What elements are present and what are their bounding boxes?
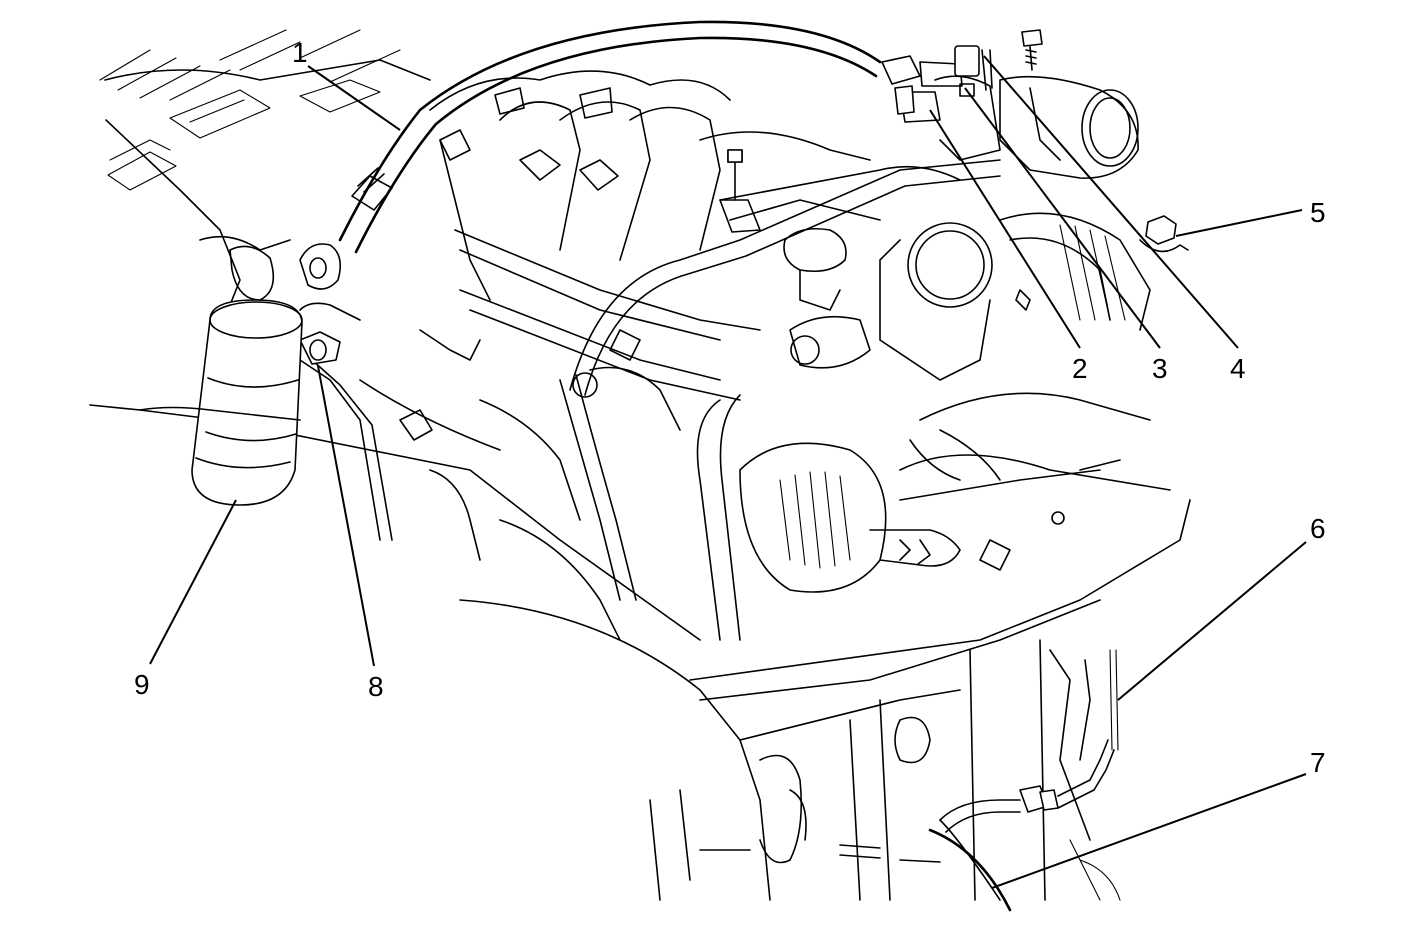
callout-2: 2 [1072,353,1088,384]
leader-7 [991,773,1307,889]
intake-manifold [429,70,961,401]
callout-6: 6 [1310,513,1326,544]
leader-2 [929,109,1081,349]
hose-clip [1139,215,1189,253]
callout-labels: 1 2 3 4 5 6 7 8 9 [134,37,1326,778]
fender-hatching [99,29,401,191]
egr-valve [789,315,871,369]
left-fender-panel [89,59,701,641]
callout-5: 5 [1310,197,1326,228]
throttle-body [879,212,1151,381]
compressor-fittings [881,45,1001,161]
radiator-support [459,499,1191,912]
compressor-bolt [1021,29,1043,71]
leader-3 [964,87,1161,349]
ac-suction-hose [299,20,882,290]
leader-5 [1175,209,1303,237]
leader-9 [149,499,237,665]
leader-4 [983,55,1239,349]
liquid-line [939,739,1115,833]
ac-accumulator [139,299,303,506]
callout-8: 8 [368,671,384,702]
leader-1 [307,65,401,131]
pressure-switch [299,302,361,365]
callout-3: 3 [1152,353,1168,384]
callout-4: 4 [1230,353,1246,384]
oil-fill-cap [783,227,847,311]
leader-6 [1117,541,1307,701]
bracket-bolt [727,149,743,163]
drive-belt [696,392,1171,641]
generator [739,442,961,593]
leader-lines [149,55,1307,889]
wiring-harness [299,329,1121,641]
ac-compressor [999,75,1139,179]
callout-9: 9 [134,669,150,700]
leader-8 [317,365,375,667]
callout-7: 7 [1310,747,1326,778]
callout-1: 1 [292,37,308,68]
